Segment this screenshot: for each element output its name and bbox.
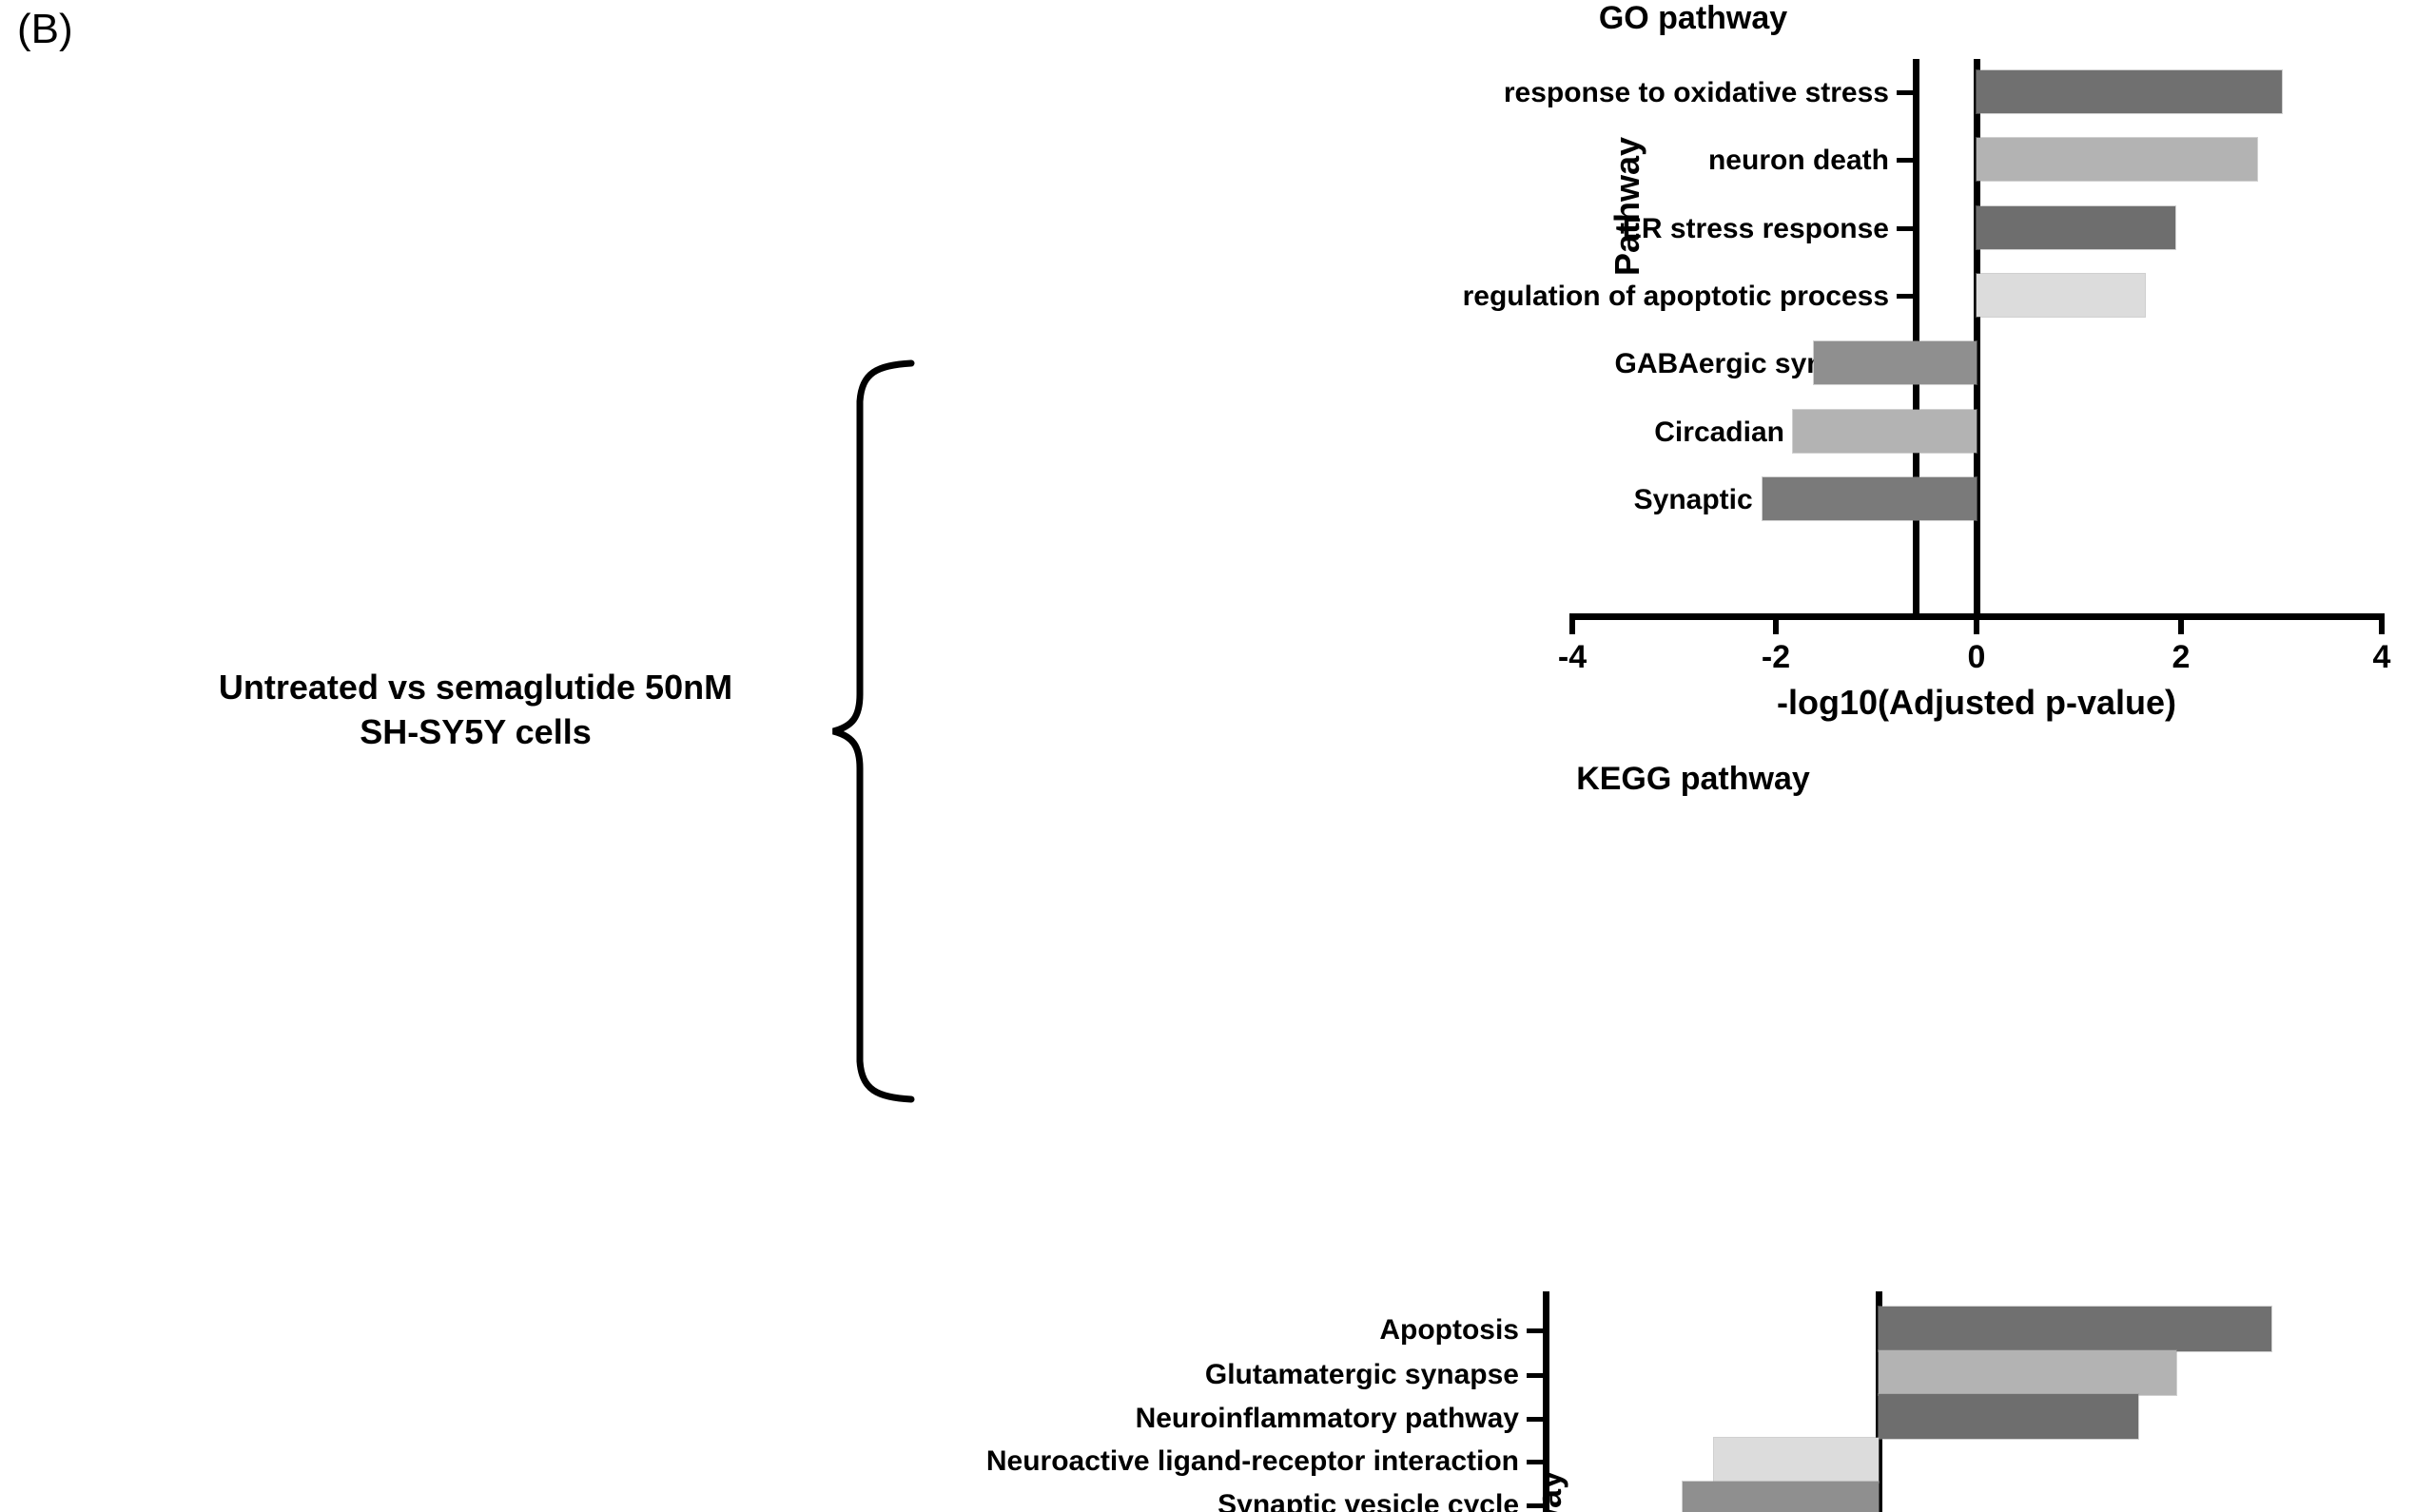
go-bar-4 <box>1813 340 1977 385</box>
go-x-ticklabel-2: 0 <box>1967 639 1986 675</box>
kegg-y-tick-3 <box>1527 1460 1546 1464</box>
curly-brace-icon <box>829 359 925 1103</box>
go-pathway-chart: GO pathway Pathway -4 -2 0 2 4 -log10(A <box>951 0 2435 723</box>
go-bar-1 <box>1976 137 2258 182</box>
go-y-tick-0 <box>1897 90 1916 95</box>
go-x-ticklabel-1: -2 <box>1761 639 1791 675</box>
kegg-bar-1 <box>1878 1349 2177 1396</box>
kegg-pathway-chart: KEGG pathway pathway -2 0 2 4 -log10(Adj… <box>951 761 2435 1512</box>
go-category-label-1: neuron death <box>1707 145 1889 176</box>
kegg-y-tick-4 <box>1527 1503 1546 1508</box>
go-x-tick--4 <box>1569 613 1575 634</box>
kegg-category-label-3: Neuroactive ligand-receptor interaction <box>985 1445 1519 1477</box>
kegg-chart-title: KEGG pathway <box>1576 761 1810 797</box>
kegg-y-tick-1 <box>1527 1373 1546 1378</box>
kegg-category-label-4: Synaptic vesicle cycle <box>1218 1489 1519 1512</box>
kegg-category-axis <box>1543 1291 1549 1512</box>
go-category-label-2: ER stress response <box>1622 213 1889 244</box>
kegg-category-label-0: Apoptosis <box>1379 1314 1519 1346</box>
go-y-tick-3 <box>1897 294 1916 299</box>
go-x-tick--2 <box>1773 613 1779 634</box>
go-x-tick-0 <box>1974 613 1979 634</box>
kegg-category-label-2: Neuroinflammatory pathway <box>1135 1403 1519 1434</box>
go-x-ticklabel-4: 4 <box>2372 639 2391 675</box>
go-category-label-0: response to oxidative stress <box>1503 77 1889 108</box>
go-x-ticklabel-0: -4 <box>1557 639 1588 675</box>
go-x-tick-4 <box>2379 613 2385 634</box>
kegg-bar-4 <box>1682 1481 1880 1512</box>
go-x-ticklabel-3: 2 <box>2172 639 2191 675</box>
kegg-category-label-1: Glutamatergic synapse <box>1204 1359 1519 1390</box>
go-bar-5 <box>1792 409 1977 454</box>
go-y-tick-1 <box>1897 158 1916 163</box>
kegg-y-tick-0 <box>1527 1328 1546 1333</box>
go-bar-0 <box>1976 69 2283 114</box>
group-caption-line-1: Untreated vs semaglutide 50nM <box>218 668 733 707</box>
go-y-tick-2 <box>1897 226 1916 231</box>
go-category-label-3: regulation of apoptotic process <box>1462 281 1889 312</box>
go-zero-axis <box>1974 59 1980 613</box>
kegg-bar-3 <box>1713 1437 1880 1483</box>
go-chart-title: GO pathway <box>1598 0 1788 36</box>
go-bar-2 <box>1976 205 2176 250</box>
go-bar-3 <box>1976 273 2146 318</box>
panel-letter: (B) <box>17 6 73 52</box>
group-caption-line-2: SH-SY5Y cells <box>360 711 592 751</box>
go-category-axis <box>1913 59 1919 613</box>
group-caption: Untreated vs semaglutide 50nM SH-SY5Y ce… <box>133 666 818 755</box>
go-bar-6 <box>1762 476 1977 521</box>
kegg-bar-2 <box>1878 1393 2139 1440</box>
go-x-axis-title: -log10(Adjusted p-value) <box>1776 683 2177 722</box>
kegg-y-tick-2 <box>1527 1417 1546 1422</box>
kegg-bar-0 <box>1878 1306 2272 1352</box>
go-x-tick-2 <box>2178 613 2184 634</box>
